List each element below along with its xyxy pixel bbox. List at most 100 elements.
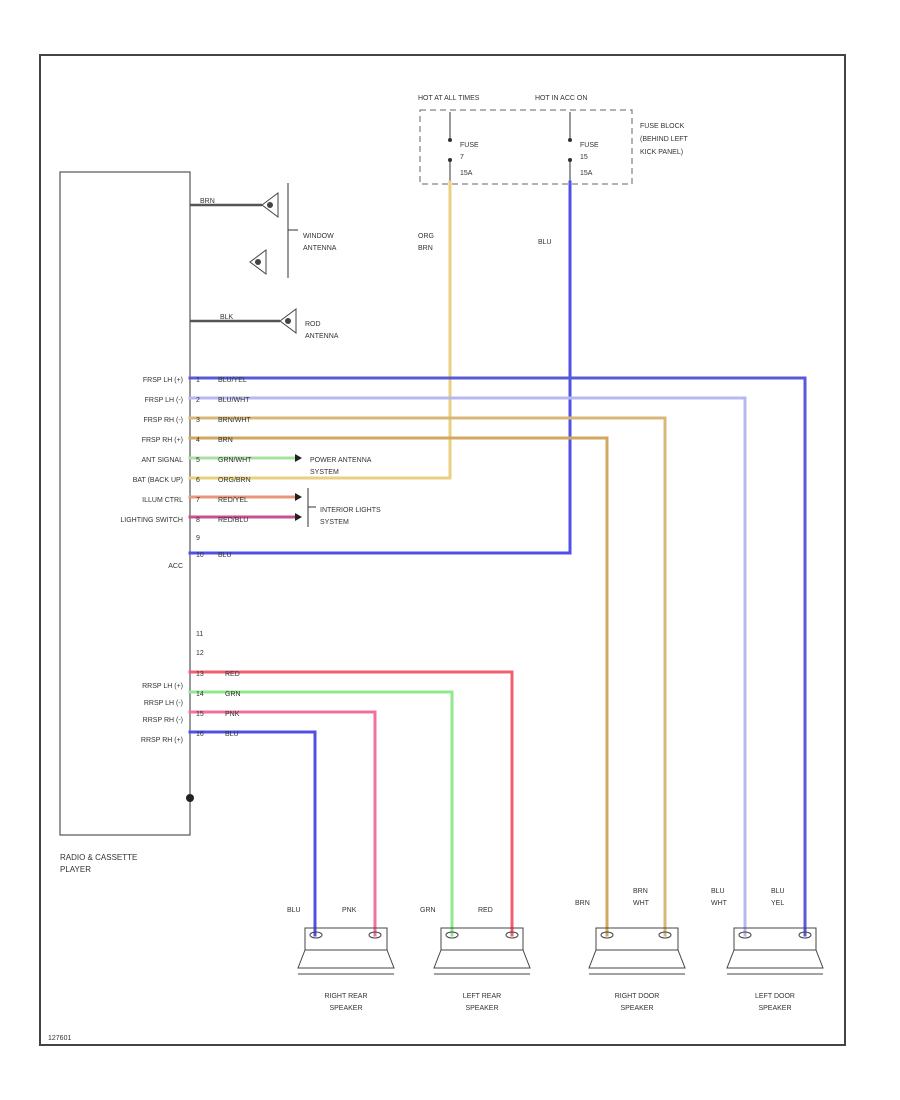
wire-blu-acc [188,180,572,555]
pin-wire-label: RED/BLU [218,517,248,524]
pin-number: 14 [196,691,204,698]
speaker-wire-label: BLU [771,888,785,895]
radio-cassette-player [59,171,191,836]
pin-wire-label: BLU/YEL [218,377,247,384]
speaker-name: SPEAKER [620,1005,653,1012]
radio-pins-rear: RRSP LH (+) 13 RED RRSP LH (-) 14 GRN RR… [141,671,241,744]
pin-number: 6 [196,477,200,484]
pin-label: FRSP RH (-) [143,417,183,424]
fuse-1-rating: 15A [460,170,473,177]
pin-wire-label: BRN/WHT [218,417,251,424]
speaker-wire-label: GRN [420,907,436,914]
pin-number: 3 [196,417,200,424]
pin-number: 16 [196,731,204,738]
antenna-wire-top-label: BRN [200,198,215,205]
pin-number: 4 [196,437,200,444]
speaker-wire-label: BRN [575,900,590,907]
wire-blu-wht [188,396,747,937]
window-antenna: BRN WINDOW ANTENNA [190,183,337,278]
pin-wire-label: GRN [225,691,241,698]
fuse-1-number: 7 [460,154,464,161]
speaker-name: SPEAKER [465,1005,498,1012]
power-antenna-label-1: POWER ANTENNA [310,457,372,464]
speaker-wire-label: WHT [711,900,728,907]
hot-at-all-times-label: HOT AT ALL TIMES [418,95,480,102]
wire-org-brn-power [188,180,452,480]
pin-number: 2 [196,397,200,404]
antenna-wire-rod-label: BLK [220,314,234,321]
pin-label: RRSP LH (+) [142,683,183,690]
pin-number: 13 [196,671,204,678]
diagram-frame [39,54,846,1046]
fuse-block: HOT AT ALL TIMES HOT IN ACC ON FUSE BLOC… [418,95,689,185]
wire-blu-label: BLU [538,239,552,246]
pin-label: FRSP RH (+) [142,437,183,444]
pin-wire-label: GRN/WHT [218,457,252,464]
speaker-name: LEFT DOOR [755,993,795,1000]
speaker-right-door: BRN BRN WHT RIGHT DOOR SPEAKER [575,888,686,1012]
wire-pnk [188,710,377,937]
speaker-name: SPEAKER [758,1005,791,1012]
pin-number: 1 [196,377,200,384]
speaker-wire-label: RED [478,907,493,914]
speaker-left-door: BLU WHT BLU YEL LEFT DOOR SPEAKER [711,888,824,1012]
pin-wire-label: BLU [225,731,239,738]
speaker-name: SPEAKER [329,1005,362,1012]
interior-lights-label-1: INTERIOR LIGHTS [320,507,381,514]
pin-label: ANT SIGNAL [142,457,184,464]
radio-label-1: RADIO & CASSETTE [60,853,137,862]
speaker-left-rear: GRN RED LEFT REAR SPEAKER [420,907,531,1012]
pin-label: RRSP RH (-) [143,717,183,724]
pin-number: 7 [196,497,200,504]
pin-label: ACC [168,563,183,570]
ground-point [186,794,194,802]
power-antenna-label-2: SYSTEM [310,469,339,476]
hot-in-acc-label: HOT IN ACC ON [535,95,587,102]
pin-label: RRSP LH (-) [144,700,183,707]
pin-number: 5 [196,457,200,464]
pin-wire-label: RED/YEL [218,497,248,504]
pin-number: 8 [196,517,200,524]
radio-label-2: PLAYER [60,865,91,874]
speaker-name: RIGHT DOOR [615,993,660,1000]
rod-antenna-label-1: ROD [305,321,321,328]
pin-number: 9 [196,535,200,542]
fuse-block-label-1: FUSE BLOCK [640,123,685,130]
rod-antenna-label-2: ANTENNA [305,333,339,340]
pin-wire-label: BRN [218,437,233,444]
speaker-wire-label: BLU [287,907,301,914]
pin-number: 11 [196,631,203,638]
speaker-wire-label: BLU [711,888,725,895]
fuse-block-label-2: (BEHIND LEFT [640,136,689,143]
wire-blu-rear [188,730,317,937]
speaker-right-rear: BLU PNK RIGHT REAR SPEAKER [287,907,395,1012]
wire-org-label: ORG [418,233,434,240]
pin-wire-label: RED [225,671,240,678]
pin-label: ILLUM CTRL [142,497,183,504]
speaker-wire-label: WHT [633,900,650,907]
speaker-name: LEFT REAR [463,993,501,1000]
window-antenna-label-2: ANTENNA [303,245,337,252]
pin-number: 12 [196,650,204,657]
wire-brn [188,436,609,937]
fuse-2-rating: 15A [580,170,593,177]
rod-antenna: BLK ROD ANTENNA [190,308,339,340]
pin-label: BAT (BACK UP) [133,477,183,484]
fuse-block-label-3: KICK PANEL) [640,149,683,156]
pin-wire-label: BLU [218,552,232,559]
pin-number: 10 [196,552,204,559]
fuse-2-label: FUSE [580,142,599,149]
pin-label: FRSP LH (-) [145,397,183,404]
pin-label: LIGHTING SWITCH [120,517,183,524]
pin-wire-label: PNK [225,711,240,718]
wires [188,180,807,937]
interior-lights-label-2: SYSTEM [320,519,349,526]
pin-label: RRSP RH (+) [141,737,183,744]
speaker-name: RIGHT REAR [324,993,367,1000]
fuse-2-number: 15 [580,154,588,161]
wire-red [188,670,514,937]
speaker-wire-label: PNK [342,907,357,914]
pin-label: FRSP LH (+) [143,377,183,384]
window-antenna-label-1: WINDOW [303,233,334,240]
